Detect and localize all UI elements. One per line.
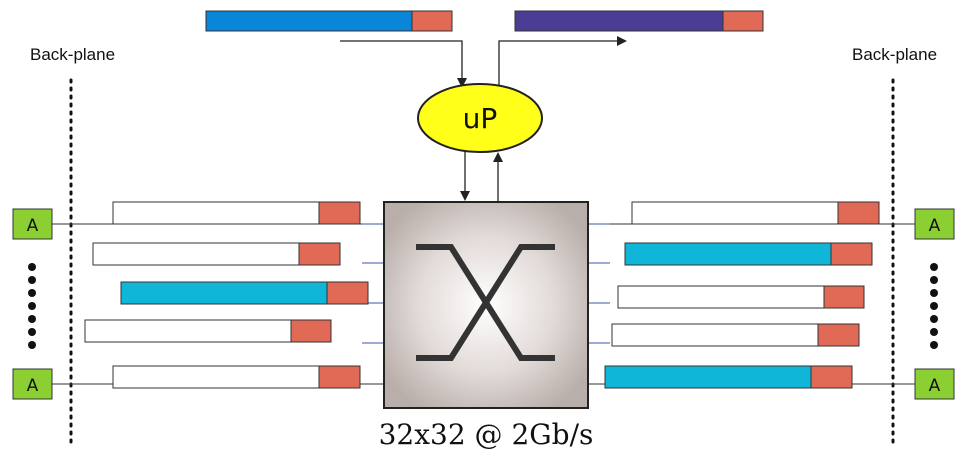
packet-right-5 bbox=[604, 365, 853, 389]
adapter-left-bottom: A bbox=[12, 368, 53, 400]
arrow-out-of-processor bbox=[498, 36, 627, 85]
backplane-label-left: Back-plane bbox=[30, 45, 115, 64]
switch-ports-right bbox=[588, 223, 610, 344]
adapter-right-bottom: A bbox=[914, 368, 955, 400]
switch-caption: 32x32 @ 2Gb/s bbox=[379, 418, 594, 451]
processor-label: uP bbox=[463, 102, 498, 135]
adapter-right-top: A bbox=[914, 208, 955, 240]
svg-text:A: A bbox=[27, 216, 39, 236]
incoming-packet-top bbox=[205, 10, 453, 32]
svg-text:A: A bbox=[27, 376, 39, 396]
processor-node bbox=[417, 83, 543, 153]
packet-left-2 bbox=[92, 242, 341, 266]
packet-right-3 bbox=[617, 285, 865, 309]
crossbar-x-symbol bbox=[416, 244, 555, 361]
arrow-into-processor bbox=[340, 40, 467, 88]
svg-text:A: A bbox=[929, 216, 941, 236]
packet-left-3 bbox=[120, 281, 369, 305]
packet-left-4 bbox=[84, 319, 332, 343]
svg-text:A: A bbox=[929, 376, 941, 396]
backplane-label-right: Back-plane bbox=[852, 45, 937, 64]
packet-left-5 bbox=[112, 365, 361, 389]
packet-right-4 bbox=[611, 323, 860, 347]
adapter-left-top: A bbox=[12, 208, 53, 240]
ellipsis-dots-left bbox=[28, 263, 36, 349]
packet-right-1 bbox=[631, 201, 880, 225]
packet-right-2 bbox=[624, 242, 873, 266]
ellipsis-dots-right bbox=[930, 263, 938, 349]
packet-left-1 bbox=[112, 201, 361, 225]
outgoing-packet-top bbox=[514, 10, 764, 32]
